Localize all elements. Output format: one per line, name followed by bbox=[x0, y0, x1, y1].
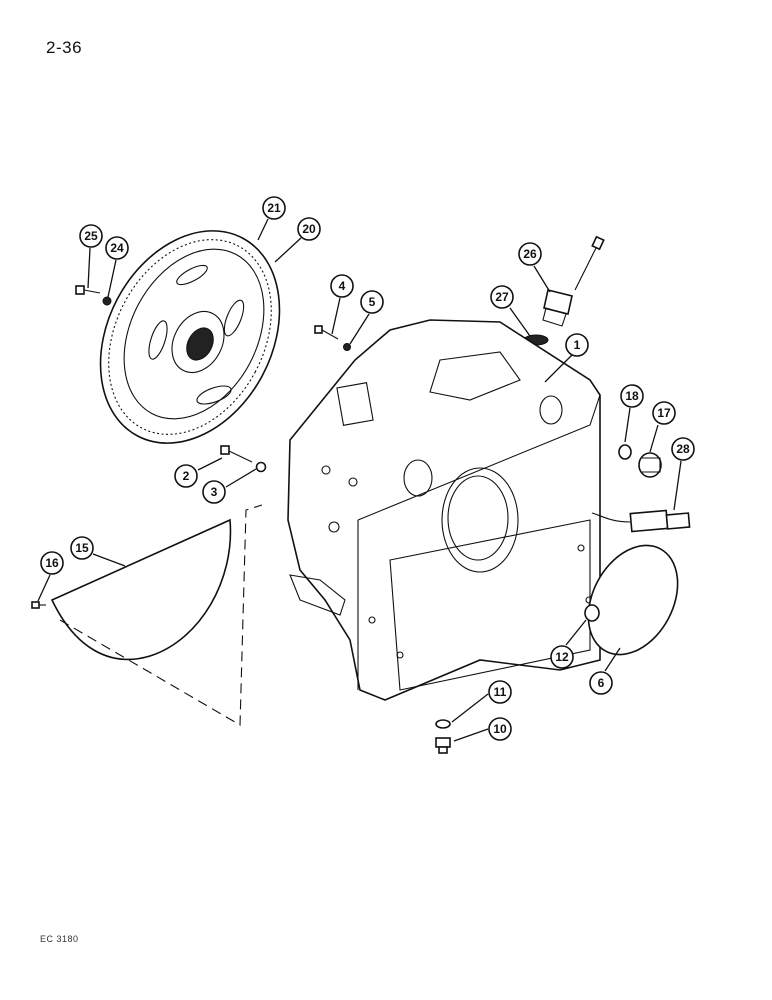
callout-25: 25 bbox=[79, 224, 103, 248]
sensor-harness bbox=[591, 509, 691, 533]
flywheel-housing bbox=[287, 319, 601, 701]
callout-circle bbox=[330, 274, 354, 298]
drain-plug bbox=[435, 737, 451, 754]
callout-layer: 25 24 21 20 4 5 26 27 1 18 17 28 2 3 15 16 12 6 11 10 bbox=[40, 196, 695, 741]
callout-11: 11 bbox=[488, 680, 512, 704]
callout-number: 1 bbox=[574, 338, 581, 352]
flywheel-ring-gear bbox=[99, 230, 281, 444]
housing-bolt-lower bbox=[220, 445, 253, 463]
callout-1: 1 bbox=[565, 333, 589, 357]
callout-number: 10 bbox=[493, 722, 507, 736]
callout-number: 5 bbox=[369, 295, 376, 309]
callout-circle bbox=[174, 464, 198, 488]
callout-3: 3 bbox=[202, 480, 226, 504]
callout-16: 16 bbox=[40, 551, 64, 575]
callout-number: 17 bbox=[657, 406, 671, 420]
callout-circle bbox=[671, 437, 695, 461]
callout-circle bbox=[297, 217, 321, 241]
callout-18: 18 bbox=[620, 384, 644, 408]
callout-circle bbox=[105, 236, 129, 260]
cover-plate bbox=[50, 518, 232, 661]
callout-28: 28 bbox=[671, 437, 695, 461]
callout-number: 11 bbox=[494, 685, 507, 699]
callout-5: 5 bbox=[360, 290, 384, 314]
callout-15: 15 bbox=[70, 536, 94, 560]
callout-circle bbox=[589, 671, 613, 695]
callout-circle bbox=[620, 384, 644, 408]
callout-26: 26 bbox=[518, 242, 542, 266]
callout-number: 24 bbox=[110, 241, 124, 255]
callout-circle bbox=[488, 717, 512, 741]
drain-washer bbox=[435, 719, 451, 729]
callout-number: 2 bbox=[183, 469, 190, 483]
callout-20: 20 bbox=[297, 217, 321, 241]
callout-number: 3 bbox=[211, 485, 218, 499]
callout-number: 21 bbox=[267, 201, 281, 215]
callout-circle bbox=[70, 536, 94, 560]
callout-circle bbox=[490, 285, 514, 309]
callout-6: 6 bbox=[589, 671, 613, 695]
flywheel-bolt bbox=[75, 285, 101, 295]
callout-21: 21 bbox=[262, 196, 286, 220]
callout-circle bbox=[652, 401, 676, 425]
callout-number: 18 bbox=[625, 389, 639, 403]
callout-circle bbox=[40, 551, 64, 575]
callout-12: 12 bbox=[550, 645, 574, 669]
callout-4: 4 bbox=[330, 274, 354, 298]
cover-screw bbox=[31, 601, 46, 609]
callout-circle bbox=[565, 333, 589, 357]
leader-lines bbox=[37, 218, 682, 742]
bushing bbox=[584, 604, 600, 622]
callout-17: 17 bbox=[652, 401, 676, 425]
speed-sensor bbox=[542, 235, 605, 327]
figure-code: EC 3180 bbox=[40, 934, 79, 944]
callout-number: 20 bbox=[302, 222, 316, 236]
callout-number: 15 bbox=[75, 541, 89, 555]
callout-circle bbox=[488, 680, 512, 704]
callout-10: 10 bbox=[488, 717, 512, 741]
callout-2: 2 bbox=[174, 464, 198, 488]
callout-number: 25 bbox=[84, 229, 98, 243]
callout-circle bbox=[79, 224, 103, 248]
plug bbox=[638, 452, 662, 478]
callout-circle bbox=[518, 242, 542, 266]
callout-number: 28 bbox=[676, 442, 690, 456]
callout-number: 16 bbox=[45, 556, 59, 570]
callout-27: 27 bbox=[490, 285, 514, 309]
callout-number: 27 bbox=[495, 290, 509, 304]
page-number: 2-36 bbox=[46, 38, 83, 57]
callout-number: 12 bbox=[555, 650, 569, 664]
plug-ring bbox=[618, 444, 632, 460]
cover-dash-outline bbox=[59, 504, 263, 726]
housing-washer-lower bbox=[255, 461, 267, 473]
callout-number: 6 bbox=[598, 676, 605, 690]
callout-circle bbox=[262, 196, 286, 220]
callout-circle bbox=[550, 645, 574, 669]
callout-circle bbox=[202, 480, 226, 504]
callout-circle bbox=[360, 290, 384, 314]
housing-bolt-upper bbox=[314, 325, 339, 340]
callout-number: 26 bbox=[523, 247, 537, 261]
flywheel-washer bbox=[102, 296, 112, 306]
callout-24: 24 bbox=[105, 236, 129, 260]
housing-washer-upper bbox=[343, 343, 351, 351]
callout-number: 4 bbox=[339, 279, 346, 293]
